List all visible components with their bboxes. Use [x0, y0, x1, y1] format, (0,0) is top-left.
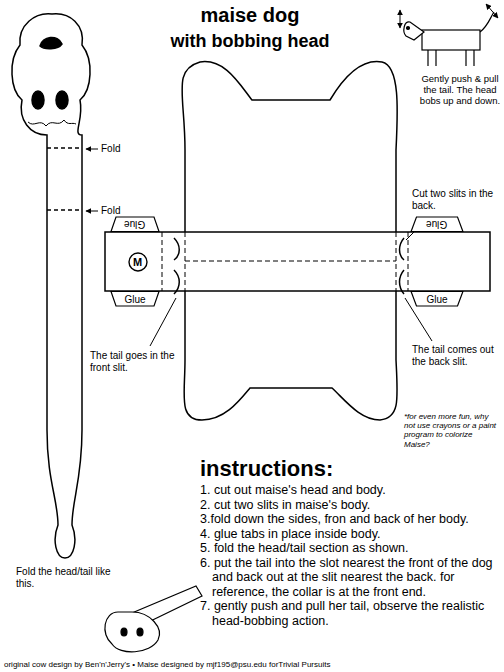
- instruction-step: 3.fold down the sides, fron and back of …: [200, 512, 500, 527]
- leader-arrow: [86, 211, 98, 212]
- credit: original cow design by Ben'n'Jerry's • M…: [4, 660, 502, 669]
- instruction-step: 7. gently push and pull her tail, observ…: [200, 599, 500, 628]
- instruction-step: 6. put the tail into the slot nearest th…: [200, 556, 500, 600]
- collar-letter: M: [133, 256, 142, 268]
- glue-label: Glue: [426, 219, 447, 230]
- note: *for even more fun, why not use crayons …: [404, 412, 500, 449]
- fold-line: [47, 209, 82, 211]
- glue-label: Glue: [426, 294, 447, 305]
- glue-label: Glue: [124, 294, 145, 305]
- fold-label: Fold: [101, 143, 141, 155]
- title: maise dog: [150, 4, 350, 27]
- instruction-list: 1. cut out maise's head and body.2. cut …: [200, 483, 500, 628]
- fold-label: Fold: [101, 205, 141, 217]
- eye: [32, 91, 44, 109]
- glue-label: Glue: [124, 219, 145, 230]
- fold-line: [47, 147, 82, 149]
- note: Fold the head/tail like this.: [16, 566, 112, 589]
- tail-strip: [47, 145, 82, 558]
- instruction-step: 5. fold the head/tail section as shown.: [200, 541, 500, 556]
- mini-dog: [400, 4, 498, 66]
- fold-line: [162, 232, 163, 291]
- mouth: [28, 120, 76, 126]
- note: The tail goes in the front slit.: [90, 350, 182, 373]
- instruction-step: 1. cut out maise's head and body.: [200, 483, 500, 498]
- folded-head-tail: [105, 586, 202, 652]
- note: Cut two slits in the back.: [412, 188, 500, 211]
- head-outline: [12, 14, 90, 145]
- eye: [56, 91, 68, 109]
- body-band: [105, 232, 490, 291]
- note: The tail comes out the back slit.: [412, 344, 500, 367]
- subtitle: with bobbing head: [150, 31, 350, 52]
- slit: [400, 238, 405, 260]
- note: Gently push & pull the tail. The head bo…: [418, 74, 502, 107]
- head-hat: [40, 37, 62, 48]
- fold-line: [408, 232, 409, 291]
- collar-tag: M: [128, 252, 148, 272]
- fold-line: [185, 261, 396, 262]
- heading: instructions:: [200, 456, 400, 481]
- glue-tab: Glue: [410, 291, 464, 307]
- slit: [400, 270, 405, 294]
- glue-tab: Glue: [410, 216, 464, 232]
- glue-tab: Glue: [110, 291, 160, 307]
- leader-arrow: [86, 149, 98, 150]
- instruction-step: 2. cut two slits in maise's body.: [200, 498, 500, 513]
- slit: [174, 238, 179, 260]
- slit: [174, 270, 179, 294]
- glue-tab: Glue: [110, 216, 160, 232]
- body-outline: [182, 62, 397, 420]
- instruction-step: 4. glue tabs in place inside body.: [200, 527, 500, 542]
